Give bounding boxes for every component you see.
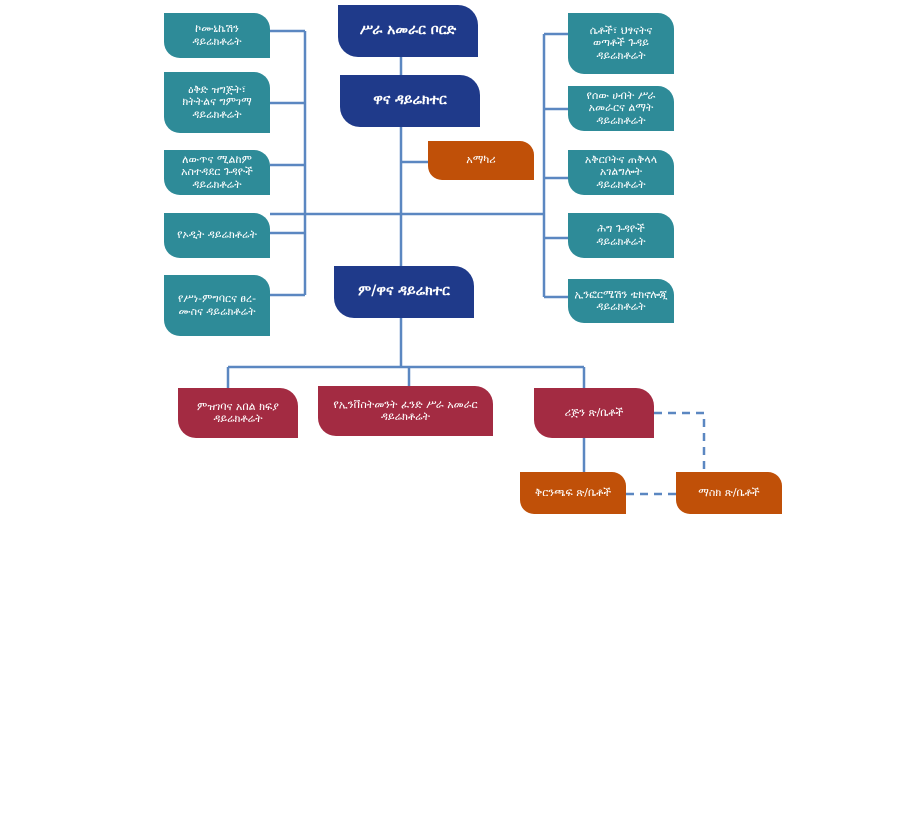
right-directorate-2: የሰው ሀብት ሥራ አመራርና ልማት ዳይሬክቶሬት — [568, 86, 674, 131]
left-directorate-4: የኦዲት ዳይሬክቶሬት — [164, 213, 270, 258]
investment-directorate-node: የኢንቨስትመንት ፈንድ ሥራ አመራር ዳይሬክቶሬት — [318, 386, 493, 436]
finance-directorate-node: ምዝገባና አበል ክፍያ ዳይሬክቶሬት — [178, 388, 298, 438]
director-node: ዋና ዳይሬክተር — [340, 75, 480, 127]
liaison-offices-node: ማስክ ጽ/ቤቶች — [676, 472, 782, 514]
branch-to-liaison-dashed-line — [654, 411, 706, 472]
right-directorate-1: ሴቶች፣ ህፃናትና ወጣቶች ጉዳይ ዳይሬክቶሬት — [568, 13, 674, 74]
left-directorate-1: ኮሙኒኬሽን ዳይሬክቶሬት — [164, 13, 270, 58]
left-directorate-5: የሥነ-ምግባርና ፀረ- ሙስና ዳይሬክቶሬት — [164, 275, 270, 336]
left-directorate-3: ለውጥና ሚልከም አስተዳደር ጉዳዮች ዳይሬክቶሬት — [164, 150, 270, 195]
district-offices-node: ቅርንጫፍ ጽ/ቤቶች — [520, 472, 626, 514]
deputy-director-node: ም/ዋና ዳይሬክተር — [334, 266, 474, 318]
branch-offices-node: ሪጅን ጽ/ቤቶች — [534, 388, 654, 438]
advisor-node: አማካሪ — [428, 141, 534, 180]
right-directorate-3: አቅርቦትና ጠቅላላ አገልግሎት ዳይሬክቶሬት — [568, 150, 674, 195]
right-directorate-5: ኢንፎርሜሽን ቴክኖሎጂ ዳይሬክቶሬት — [568, 279, 674, 323]
board-node: ሥራ አመራር ቦርድ — [338, 5, 478, 57]
right-directorate-4: ሕግ ጉዳዮች ዳይሬክቶሬት — [568, 213, 674, 258]
left-directorate-2: ዕቅድ ዝግጅት፣ ክትትልና ግምገማ ዳይሬክቶሬት — [164, 72, 270, 133]
